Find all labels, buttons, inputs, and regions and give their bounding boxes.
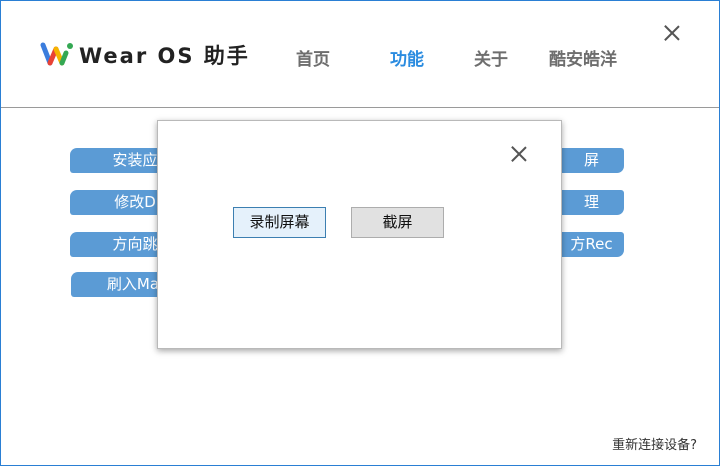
nav-home[interactable]: 首页 (296, 50, 330, 70)
app-title: Wear OS 助手 (79, 44, 250, 68)
feature-modify-dpi-button[interactable]: 修改D (70, 190, 174, 215)
feature-orientation-button[interactable]: 方向跳 (70, 232, 174, 257)
record-screen-button[interactable]: 录制屏幕 (233, 207, 326, 238)
nav-about[interactable]: 关于 (474, 50, 508, 70)
feature-install-app-button[interactable]: 安装应 (70, 148, 174, 173)
close-icon[interactable] (664, 25, 680, 41)
reconnect-device-link[interactable]: 重新连接设备? (612, 438, 697, 453)
dialog-close-icon[interactable] (511, 146, 527, 162)
wear-os-logo (40, 42, 73, 66)
screenshot-button[interactable]: 截屏 (351, 207, 444, 238)
header: Wear OS 助手 首页 功能 关于 酷安皓洋 (1, 1, 719, 108)
screen-capture-dialog: 录制屏幕 截屏 (157, 120, 562, 349)
nav-features[interactable]: 功能 (390, 50, 424, 70)
nav-author[interactable]: 酷安皓洋 (549, 50, 617, 70)
